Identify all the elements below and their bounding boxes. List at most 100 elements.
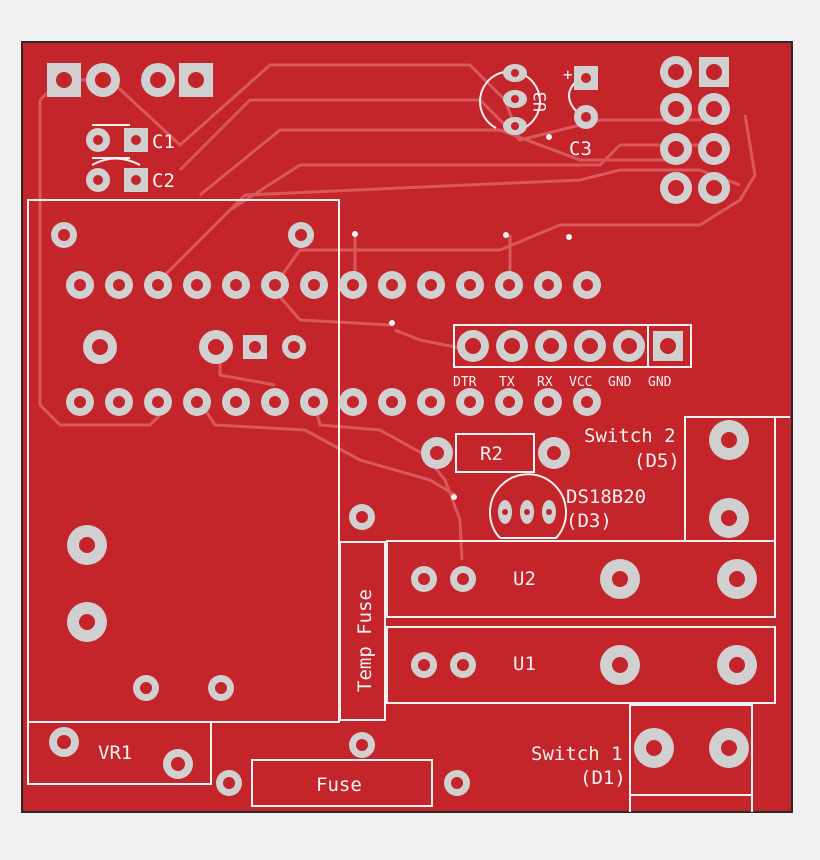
header-outline (453, 324, 649, 368)
pads (47, 56, 757, 796)
round-pad (450, 566, 476, 592)
u2-label: U2 (513, 568, 536, 590)
round-pad (457, 330, 489, 362)
header-pin-label: VCC (569, 375, 592, 390)
square-pad (699, 57, 729, 87)
sensor-label: DS18B20 (566, 486, 646, 508)
round-pad (717, 559, 757, 599)
temp-fuse-label: Temp Fuse (354, 589, 376, 692)
round-pad (717, 645, 757, 685)
square-pad (243, 335, 267, 359)
round-pad (538, 437, 570, 469)
switch1-outline (629, 704, 753, 812)
round-pad (495, 388, 523, 416)
round-pad (144, 388, 172, 416)
sensor-pin-label: (D3) (566, 510, 612, 532)
round-pad (698, 133, 730, 165)
round-pad (660, 56, 692, 88)
vias (352, 134, 572, 500)
silkscreen-outlines (27, 70, 790, 812)
round-pad (535, 330, 567, 362)
round-pad (163, 749, 193, 779)
header-gnd-outline (648, 324, 692, 368)
round-pad (496, 330, 528, 362)
round-pad (411, 566, 437, 592)
sensor-outline (489, 473, 567, 539)
oval-pad (503, 90, 527, 108)
round-pad (613, 330, 645, 362)
u1-label: U1 (513, 653, 536, 675)
round-pad (709, 420, 749, 460)
round-pad (444, 770, 470, 796)
switch2-outline (684, 416, 790, 540)
square-pad (124, 168, 148, 192)
header-pin-label: TX (499, 375, 515, 390)
round-pad (574, 330, 606, 362)
switch2-label: Switch 2 (584, 425, 676, 447)
u1-outline (386, 626, 776, 704)
r2-label: R2 (480, 443, 503, 465)
round-pad (222, 271, 250, 299)
switch2-pin-label: (D5) (634, 450, 680, 472)
c2-label: C2 (152, 170, 175, 192)
round-pad (105, 271, 133, 299)
silkscreen-text: C1 C2 C3 + U3 R2 Switch 2 (D5) DS18B20 (… (98, 65, 680, 796)
header-pin-label: RX (537, 375, 553, 390)
round-pad (634, 728, 674, 768)
c3-label: C3 (569, 138, 592, 160)
round-pad (339, 388, 367, 416)
round-pad (495, 271, 523, 299)
round-pad (450, 652, 476, 678)
u2-outline (386, 540, 776, 618)
round-pad (86, 63, 120, 97)
square-pad (574, 66, 598, 90)
round-pad (600, 645, 640, 685)
round-pad (660, 93, 692, 125)
c3-polarity-label: + (563, 65, 573, 84)
u3-label: U3 (531, 92, 551, 112)
fuse-outline (251, 759, 433, 807)
round-pad (133, 675, 159, 701)
header-pin-label: GND (608, 375, 632, 390)
round-pad (534, 271, 562, 299)
square-pad (179, 63, 213, 97)
fuse-label: Fuse (316, 774, 362, 796)
round-pad (421, 437, 453, 469)
round-pad (300, 388, 328, 416)
switch1-pin-label: (D1) (580, 767, 626, 789)
round-pad (199, 330, 233, 364)
round-pad (282, 335, 306, 359)
square-pad (124, 128, 148, 152)
switch1-label: Switch 1 (531, 743, 623, 765)
oval-pad (503, 117, 527, 135)
round-pad (660, 172, 692, 204)
oval-pad (542, 500, 556, 524)
c1-label: C1 (152, 131, 175, 153)
round-pad (349, 732, 375, 758)
r2-outline (455, 433, 535, 473)
round-pad (573, 271, 601, 299)
round-pad (51, 222, 77, 248)
round-pad (698, 93, 730, 125)
round-pad (141, 63, 175, 97)
round-pad (456, 271, 484, 299)
round-pad (288, 222, 314, 248)
header-pin-label: GND (648, 375, 672, 390)
round-pad (49, 727, 79, 757)
round-pad (208, 675, 234, 701)
vr1-label: VR1 (98, 742, 132, 764)
round-pad (417, 271, 445, 299)
round-pad (339, 271, 367, 299)
oval-pad (520, 500, 534, 524)
round-pad (411, 652, 437, 678)
round-pad (222, 388, 250, 416)
round-pad (709, 728, 749, 768)
round-pad (378, 388, 406, 416)
oval-pad (498, 500, 512, 524)
round-pad (216, 770, 242, 796)
round-pad (67, 525, 107, 565)
header-pin-label: DTR (453, 375, 477, 390)
round-pad (86, 128, 110, 152)
square-pad (47, 63, 81, 97)
